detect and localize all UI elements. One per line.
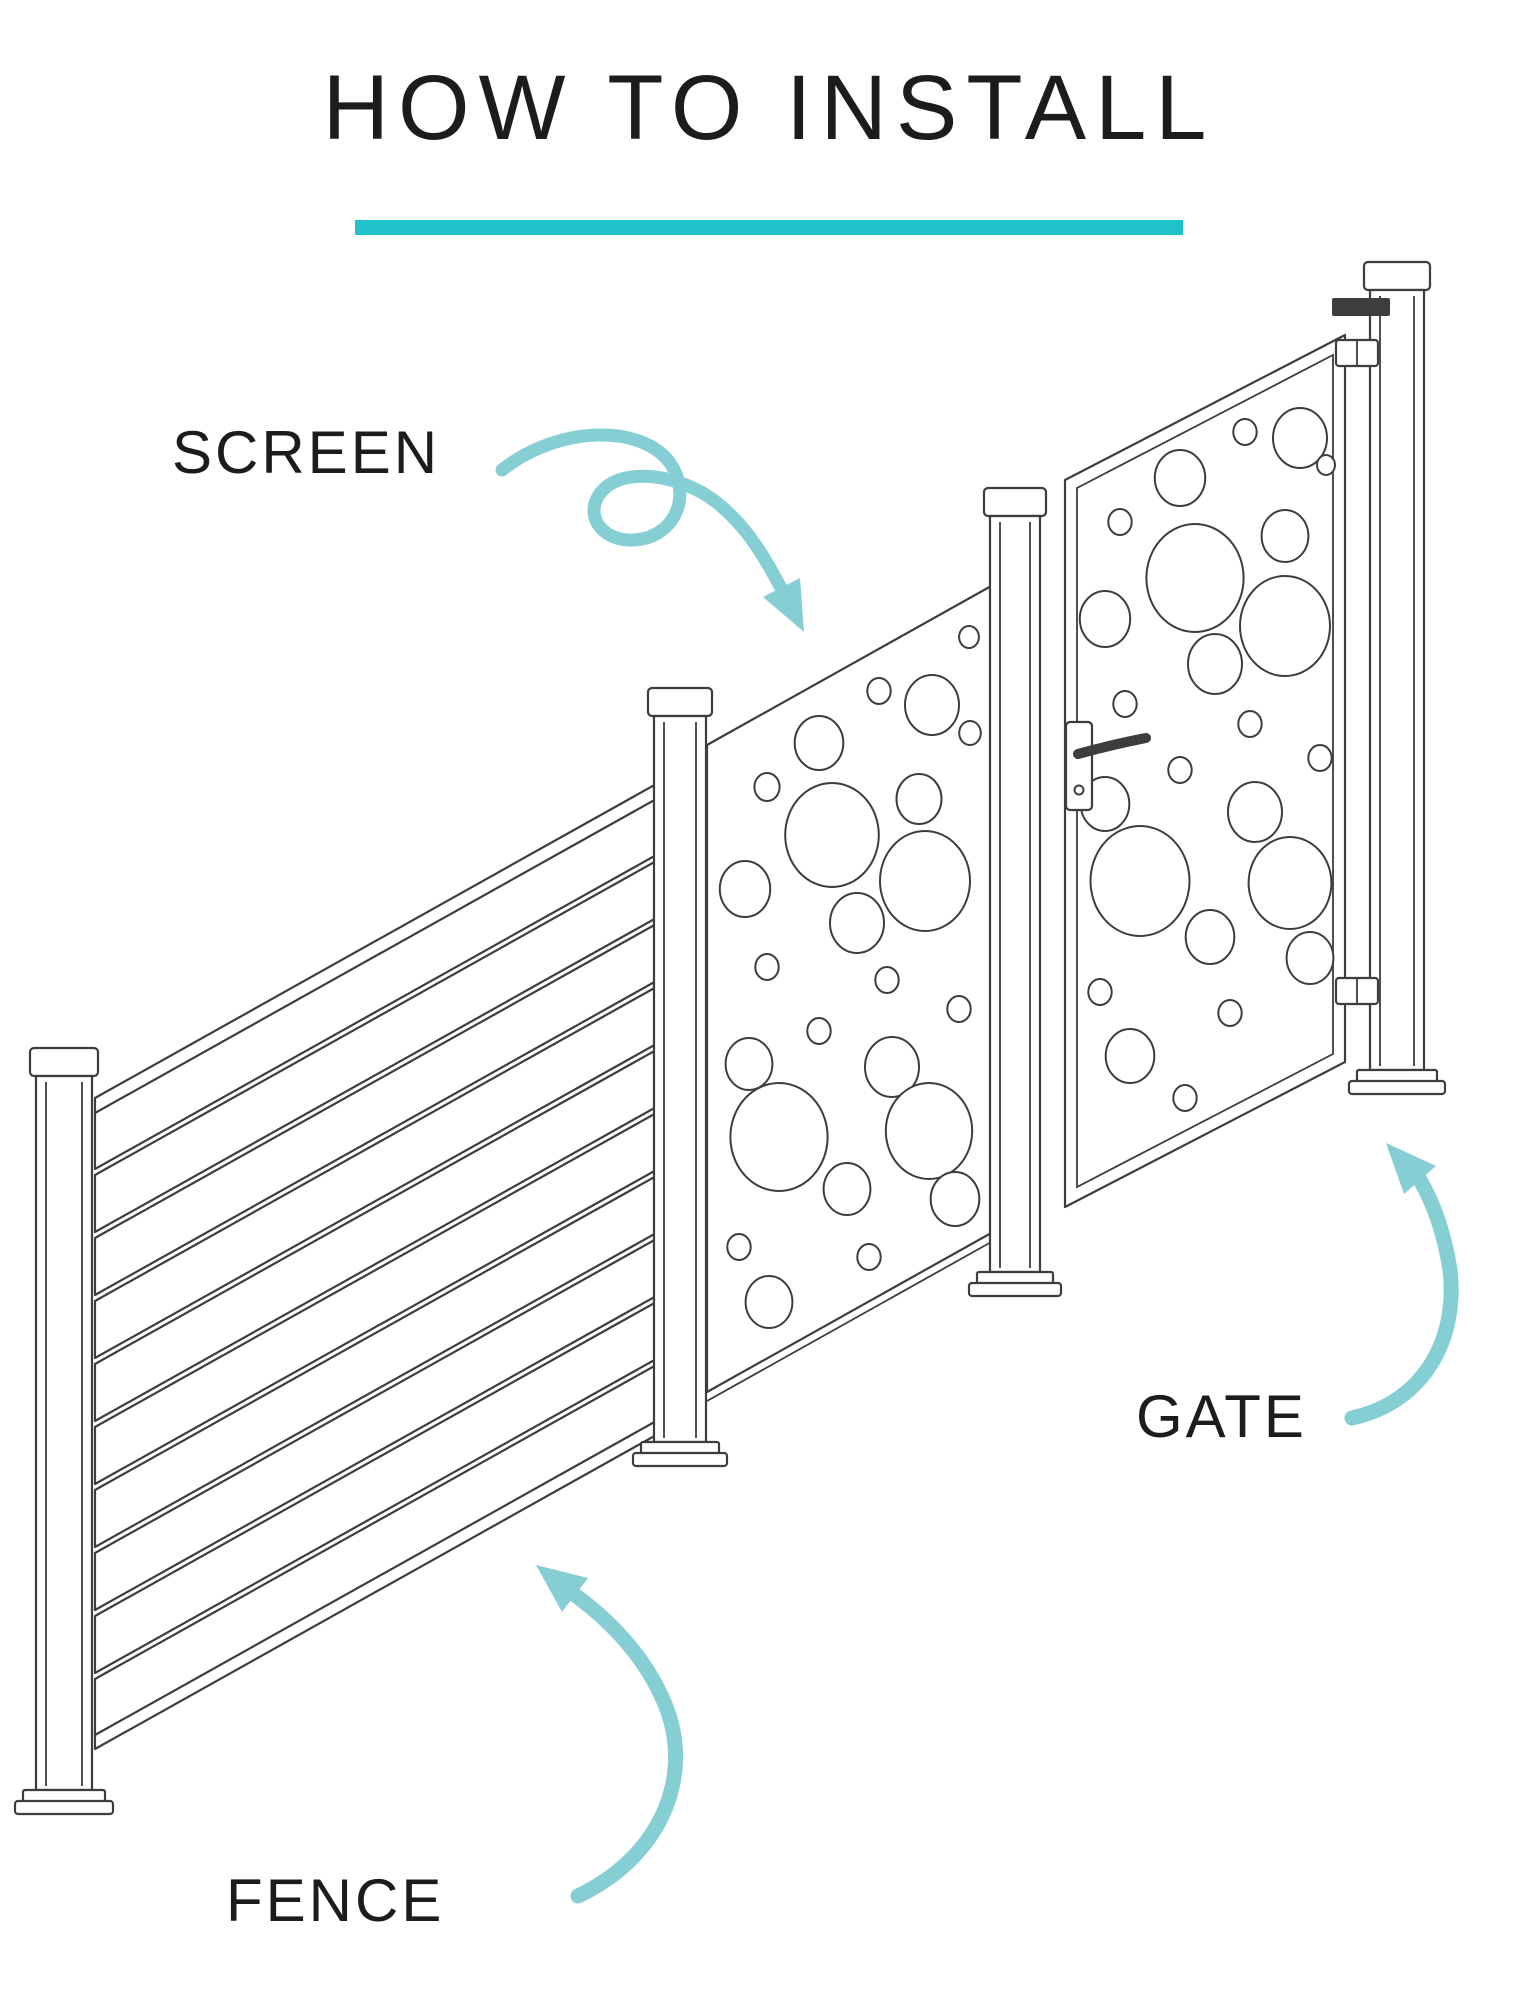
fence-posts (13, 260, 1447, 1816)
gate-hole (1145, 523, 1245, 633)
gate-hole (1260, 509, 1310, 563)
gate-panel-illustration (1063, 333, 1347, 1209)
annotation-arrows (495, 428, 1459, 1904)
fence-arrowhead-icon (536, 1565, 588, 1612)
hinge-post-body (1368, 288, 1426, 1072)
hinge-post-base-flange (1347, 1079, 1447, 1096)
gate-hardware (1064, 298, 1390, 1006)
latch-post-body (988, 514, 1042, 1274)
gate-hole (1172, 1084, 1198, 1112)
screen-hole (724, 1037, 774, 1091)
label-gate: GATE (1136, 1383, 1307, 1450)
screen-arrow (495, 428, 788, 595)
gate-hole (1104, 1028, 1156, 1084)
title-underline (355, 220, 1183, 235)
gate-handle-lever (1073, 733, 1151, 759)
gate-hole (1232, 418, 1258, 446)
gate-hole (1285, 931, 1335, 985)
screen-hole (958, 625, 980, 649)
latch-post-base-flange (967, 1281, 1063, 1298)
gate-hole (1087, 978, 1113, 1006)
screen-hole (904, 674, 960, 736)
gate-hole (1227, 781, 1283, 843)
gate-hole (1089, 825, 1191, 937)
screen-panel-illustration (705, 583, 995, 1402)
screen-hole (729, 1082, 829, 1192)
label-fence: FENCE (226, 1867, 445, 1934)
middle-post-body (652, 714, 708, 1444)
screen-hole (864, 1036, 920, 1098)
gate-hole (1307, 744, 1333, 772)
screen-hole (874, 966, 900, 994)
gate-arrowhead-icon (1386, 1143, 1436, 1194)
gate-arrow (1344, 1172, 1459, 1426)
screen-hole (793, 715, 845, 771)
screen-hole (929, 1171, 981, 1227)
screen-hole (856, 1243, 882, 1271)
screen-hole (866, 677, 892, 705)
left-post-base-flange (13, 1799, 115, 1816)
screen-hole (784, 782, 880, 888)
fence-panel-illustration (93, 781, 660, 1751)
screen-hole (946, 995, 972, 1023)
screen-hole (754, 953, 780, 981)
middle-post-cap (646, 686, 714, 718)
gate-hole (1153, 449, 1207, 507)
gate-hole (1107, 508, 1133, 536)
gate-hole (1217, 999, 1243, 1027)
gate-lock-plate (1064, 720, 1094, 812)
page-title: HOW TO INSTALL (322, 57, 1216, 159)
screen-hole (895, 773, 943, 825)
screen-thickness-edge (706, 1240, 994, 1402)
gate-hole (1184, 909, 1236, 965)
gate-hole (1272, 407, 1328, 469)
gate-hole (1167, 756, 1193, 784)
fence-arrow (567, 1587, 683, 1904)
screen-hole (726, 1233, 752, 1261)
gate-hole (1316, 454, 1336, 476)
screen-hole (822, 1162, 872, 1216)
gate-hole (1247, 836, 1333, 930)
left-post-cap (28, 1046, 100, 1078)
screen-hole (806, 1017, 832, 1045)
screen-hole (829, 892, 885, 954)
screen-hole (744, 1275, 794, 1329)
gate-top-bracket (1332, 298, 1390, 316)
left-post-body (34, 1074, 94, 1792)
screen-hole (753, 772, 781, 802)
middle-post-base-flange (631, 1451, 729, 1468)
gate-hole (1078, 590, 1132, 648)
screen-arrowhead-icon (763, 578, 804, 632)
gate-inner-frame (1076, 353, 1334, 1189)
screen-hole (958, 720, 982, 746)
gate-hole (1237, 710, 1263, 738)
hinge-post-cap (1362, 260, 1432, 292)
latch-post-cap (982, 486, 1048, 518)
gate-hole (1187, 633, 1243, 695)
screen-hole (879, 830, 971, 932)
label-screen: SCREEN (172, 419, 441, 486)
gate-hole (1112, 690, 1138, 718)
gate-keyhole (1073, 784, 1085, 796)
screen-hole (718, 860, 772, 918)
gate-hole (1239, 575, 1331, 677)
screen-hole (884, 1082, 974, 1180)
